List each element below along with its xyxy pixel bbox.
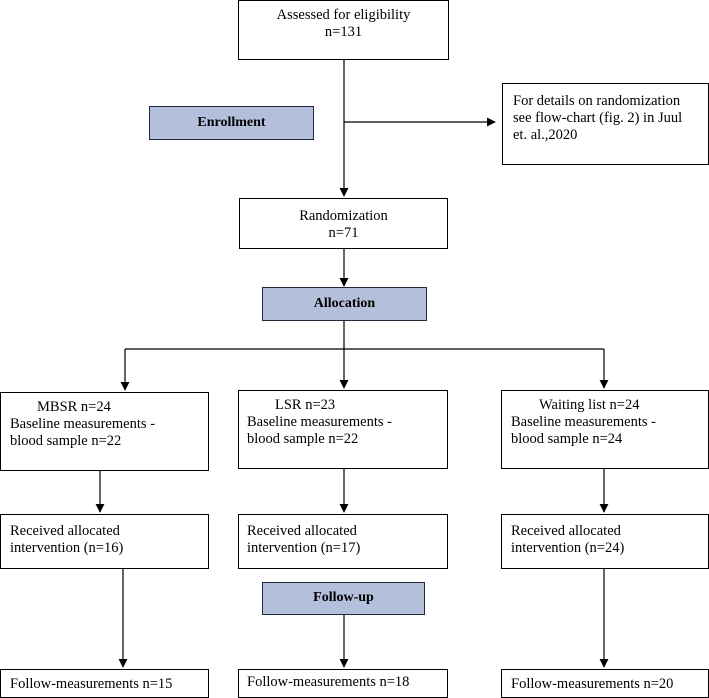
waiting-list-received-line-2: intervention (n=24) [511,540,625,556]
randomization-note-line-2: see flow-chart (fig. 2) in Juul [513,110,683,126]
randomization-note-line-1: For details on randomization [513,93,681,109]
randomization-label: Randomization [299,208,388,224]
lsr-follow-label: Follow-measurements n=18 [247,674,410,690]
mbsr-group-label: MBSR n=24 [37,399,111,415]
waiting-list-baseline-line-1: Baseline measurements - [511,414,656,430]
randomization-count: n=71 [328,225,359,241]
waiting-list-received-line-1: Received allocated [511,523,621,539]
waiting-list-baseline-line-2: blood sample n=24 [511,431,623,447]
randomization-note-line-3: et. al.,2020 [513,127,578,143]
lsr-baseline-line-2: blood sample n=22 [247,431,359,447]
assessed-label: Assessed for eligibility [276,7,411,23]
stage-allocation-label: Allocation [313,296,376,311]
stage-follow-up-label: Follow-up [313,590,374,605]
lsr-received-line-2: intervention (n=17) [247,540,361,556]
stage-allocation: Allocation [262,287,427,321]
lsr-follow-box: Follow-measurements n=18 [238,669,448,698]
lsr-group-label: LSR n=23 [275,397,336,413]
randomization-note-box: For details on randomization see flow-ch… [502,83,709,165]
mbsr-group-box: MBSR n=24 Baseline measurements - blood … [0,392,209,471]
lsr-received-line-1: Received allocated [247,523,357,539]
lsr-received-box: Received allocated intervention (n=17) [238,514,448,569]
mbsr-received-box: Received allocated intervention (n=16) [0,514,209,569]
waiting-list-group-box: Waiting list n=24 Baseline measurements … [501,390,709,469]
mbsr-follow-label: Follow-measurements n=15 [10,676,173,692]
waiting-list-follow-label: Follow-measurements n=20 [511,676,674,692]
waiting-list-received-box: Received allocated intervention (n=24) [501,514,709,569]
mbsr-received-line-1: Received allocated [10,523,120,539]
stage-enrollment-label: Enrollment [197,115,266,130]
mbsr-baseline-line-2: blood sample n=22 [10,433,122,449]
mbsr-baseline-line-1: Baseline measurements - [10,416,155,432]
mbsr-follow-box: Follow-measurements n=15 [0,669,209,698]
lsr-group-box: LSR n=23 Baseline measurements - blood s… [238,390,448,469]
waiting-list-group-label: Waiting list n=24 [539,397,640,413]
waiting-list-follow-box: Follow-measurements n=20 [501,669,709,698]
assessed-box: Assessed for eligibility n=131 [238,0,449,60]
randomization-box: Randomization n=71 [239,198,448,249]
assessed-count: n=131 [324,24,363,40]
stage-follow-up: Follow-up [262,582,425,615]
mbsr-received-line-2: intervention (n=16) [10,540,124,556]
lsr-baseline-line-1: Baseline measurements - [247,414,392,430]
stage-enrollment: Enrollment [149,106,314,140]
